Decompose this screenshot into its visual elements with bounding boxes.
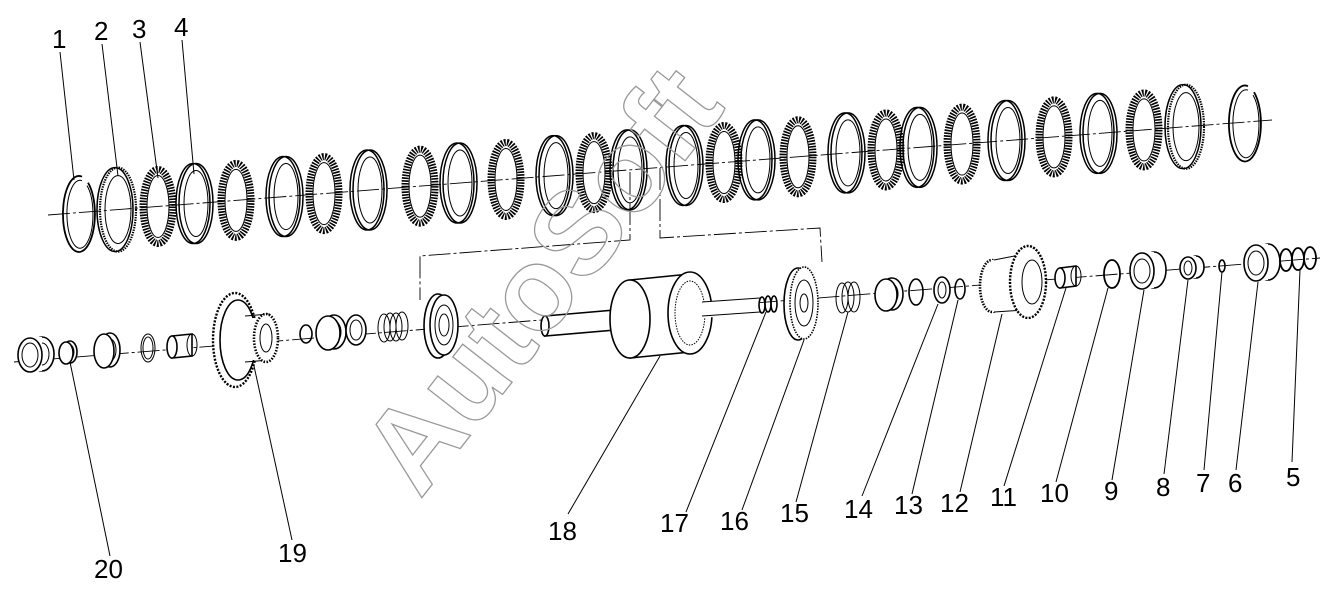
callout-2: 2 bbox=[94, 16, 108, 46]
bearing-6 bbox=[1243, 243, 1281, 282]
clutch-plate-f bbox=[305, 153, 343, 235]
callout-8: 8 bbox=[1156, 472, 1170, 502]
clutch-plate-f bbox=[1125, 89, 1163, 171]
clutch-plate-f bbox=[217, 159, 255, 241]
callout-5: 5 bbox=[1286, 462, 1300, 492]
clutch-plate-s bbox=[827, 112, 866, 194]
bearing-20 bbox=[17, 336, 78, 373]
clutch-plate-f bbox=[705, 122, 743, 204]
gear-12 bbox=[978, 244, 1048, 320]
clutch-plate-s bbox=[175, 162, 214, 245]
shaft-assembly bbox=[13, 243, 1321, 389]
hub-plate-16 bbox=[783, 266, 819, 341]
clutch-plate-t bbox=[1164, 83, 1206, 170]
assembly-bracket bbox=[419, 168, 823, 300]
clutch-plate-f bbox=[487, 138, 525, 220]
callout-13: 13 bbox=[894, 490, 923, 520]
clutch-plate-s bbox=[665, 124, 704, 207]
callout-4: 4 bbox=[174, 12, 188, 42]
snap-ring-10 bbox=[1103, 259, 1121, 289]
ring-set-5 bbox=[1279, 246, 1317, 272]
callout-16: 16 bbox=[720, 506, 749, 536]
clutch-plate-s bbox=[737, 119, 776, 201]
clutch-plate-s bbox=[265, 155, 304, 238]
clutch-plate-f bbox=[1035, 96, 1073, 178]
clutch-plate-s bbox=[1079, 92, 1118, 175]
callout-18: 18 bbox=[548, 516, 577, 546]
clutch-plate-f bbox=[401, 145, 439, 227]
clutch-plate-s bbox=[439, 142, 478, 224]
callout-12: 12 bbox=[940, 488, 969, 518]
clutch-plate-s bbox=[987, 99, 1026, 182]
spring-15 bbox=[835, 281, 861, 314]
small-rings-mid bbox=[299, 311, 409, 351]
washers-13-14 bbox=[874, 276, 966, 312]
sleeve-11 bbox=[1054, 265, 1082, 289]
callout-9: 9 bbox=[1104, 476, 1118, 506]
spacer-rings-left bbox=[93, 332, 198, 369]
callout-6: 6 bbox=[1228, 468, 1242, 498]
clutch-plate-f bbox=[867, 109, 905, 191]
clutch-plate-s bbox=[899, 106, 938, 189]
clutch-plate-c bbox=[62, 175, 96, 253]
callout-17: 17 bbox=[660, 508, 689, 538]
clutch-plate-f bbox=[779, 116, 817, 198]
clutch-plate-f bbox=[943, 103, 981, 185]
seal-rings-17 bbox=[758, 295, 778, 314]
callout-3: 3 bbox=[132, 14, 146, 44]
clutch-drum-18 bbox=[540, 271, 761, 359]
callout-11: 11 bbox=[990, 482, 1017, 512]
clutch-plate-c bbox=[1228, 84, 1262, 163]
clutch-plate-s bbox=[349, 149, 388, 231]
callout-19: 19 bbox=[278, 538, 307, 568]
callout-labels: 1 2 3 4 5 6 7 8 9 10 11 12 13 14 15 16 1… bbox=[52, 12, 1300, 584]
callout-1: 1 bbox=[52, 24, 66, 54]
clutch-pack-assembly bbox=[47, 83, 1273, 253]
callout-20: 20 bbox=[94, 554, 123, 584]
callout-10: 10 bbox=[1040, 478, 1069, 508]
clutch-plate-s bbox=[609, 129, 648, 211]
bearing-8 bbox=[1179, 255, 1205, 280]
clutch-plate-s bbox=[535, 134, 574, 217]
callout-14: 14 bbox=[844, 494, 873, 524]
clutch-plate-f bbox=[575, 132, 613, 214]
gear-19 bbox=[211, 291, 280, 389]
spring-coil bbox=[377, 311, 409, 343]
callout-15: 15 bbox=[780, 498, 809, 528]
callout-7: 7 bbox=[1196, 468, 1210, 498]
leader-lines bbox=[59, 39, 1301, 557]
clutch-disc-group bbox=[62, 83, 1262, 253]
piston-retainer bbox=[423, 293, 459, 359]
bearing-9 bbox=[1129, 251, 1167, 290]
